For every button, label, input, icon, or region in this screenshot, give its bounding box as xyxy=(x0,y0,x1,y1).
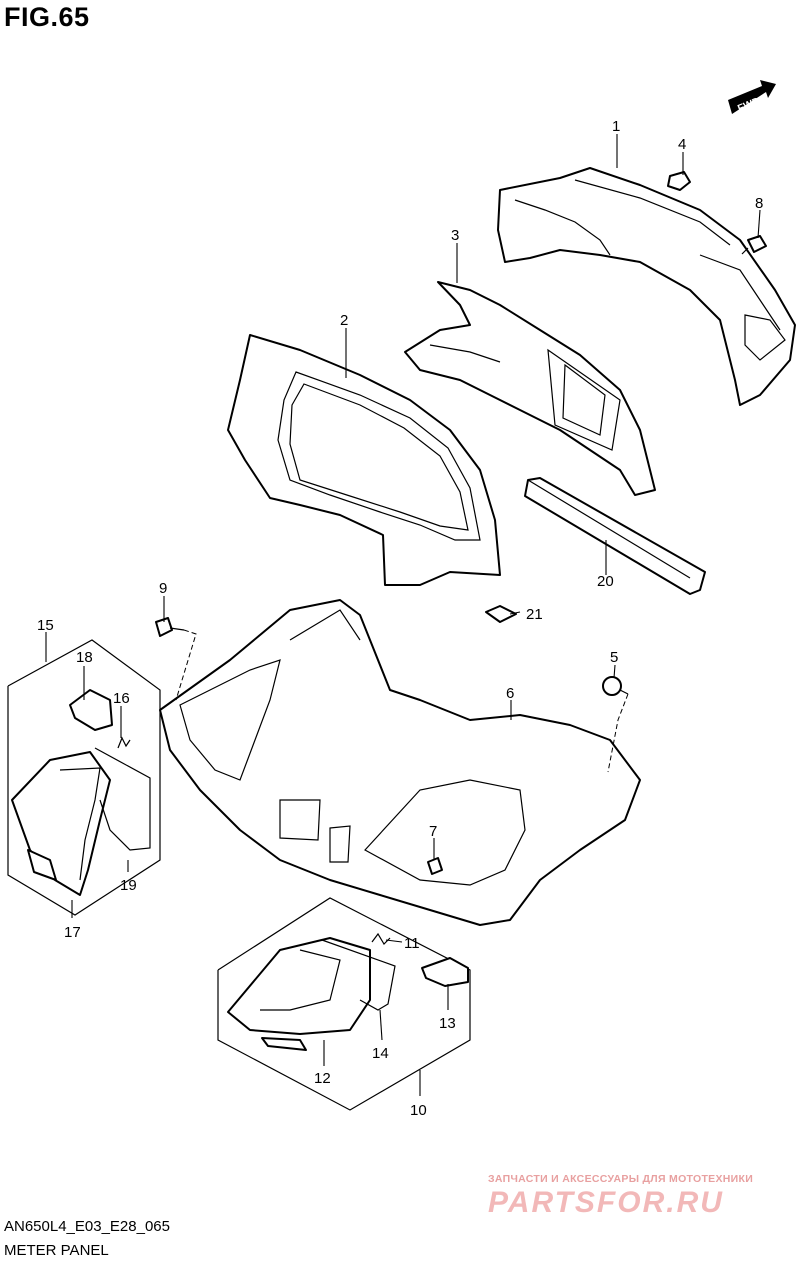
figure-code: AN650L4_E03_E28_065 xyxy=(4,1218,170,1235)
watermark-tagline: ЗАПЧАСТИ И АКСЕССУАРЫ ДЛЯ МОТОТЕХНИКИ xyxy=(488,1173,754,1185)
watermark-logo: PARTSFOR.RU xyxy=(488,1186,724,1219)
part-14-seal[interactable] xyxy=(321,939,396,1011)
part-18-lid[interactable] xyxy=(69,689,113,731)
callout-2: 2 xyxy=(340,312,348,329)
group-15-box xyxy=(7,639,161,916)
callout-16: 16 xyxy=(113,690,130,707)
callout-12: 12 xyxy=(314,1070,331,1087)
part-17-pocket-cover[interactable] xyxy=(11,751,111,896)
group-10-box xyxy=(217,897,471,1111)
callout-3: 3 xyxy=(451,227,459,244)
figure-title: FIG.65 xyxy=(4,2,90,32)
callout-10: 10 xyxy=(410,1102,427,1119)
callout-18: 18 xyxy=(76,649,93,666)
part-11-spring[interactable] xyxy=(371,932,391,945)
part-8-screw[interactable] xyxy=(741,235,767,255)
callout-17: 17 xyxy=(64,924,81,941)
part-20-foam-strip[interactable] xyxy=(524,477,706,595)
part-21-pad[interactable] xyxy=(485,605,517,623)
fwd-arrow-icon: FWD xyxy=(728,80,776,115)
callout-13: 13 xyxy=(439,1015,456,1032)
part-4-clip[interactable] xyxy=(667,171,691,191)
part-5-screw[interactable] xyxy=(602,676,629,696)
callout-4: 4 xyxy=(678,136,686,153)
leader-lines xyxy=(45,134,761,1096)
callout-8: 8 xyxy=(755,195,763,212)
callout-9: 9 xyxy=(159,580,167,597)
callout-7: 7 xyxy=(429,823,437,840)
callout-1: 1 xyxy=(612,118,620,135)
figure-name: METER PANEL xyxy=(4,1242,109,1259)
part-1-upper-cover[interactable] xyxy=(497,167,796,406)
callout-14: 14 xyxy=(372,1045,389,1062)
part-2-meter-bezel[interactable] xyxy=(227,334,501,586)
part-7-clip[interactable] xyxy=(427,857,443,875)
part-12-pocket-cover[interactable] xyxy=(227,937,371,1051)
part-6-lower-panel[interactable] xyxy=(159,599,641,926)
part-16-spring[interactable] xyxy=(117,736,131,749)
part-13-lid[interactable] xyxy=(421,957,469,987)
part-3-inner-bracket[interactable] xyxy=(404,281,656,496)
callout-5: 5 xyxy=(610,649,618,666)
callout-20: 20 xyxy=(597,573,614,590)
callout-15: 15 xyxy=(37,617,54,634)
part-9-screw[interactable] xyxy=(155,617,185,637)
callout-19: 19 xyxy=(120,877,137,894)
callout-11: 11 xyxy=(404,935,420,952)
callout-6: 6 xyxy=(506,685,514,702)
callout-21: 21 xyxy=(526,606,543,623)
part-19-seal[interactable] xyxy=(94,747,151,851)
